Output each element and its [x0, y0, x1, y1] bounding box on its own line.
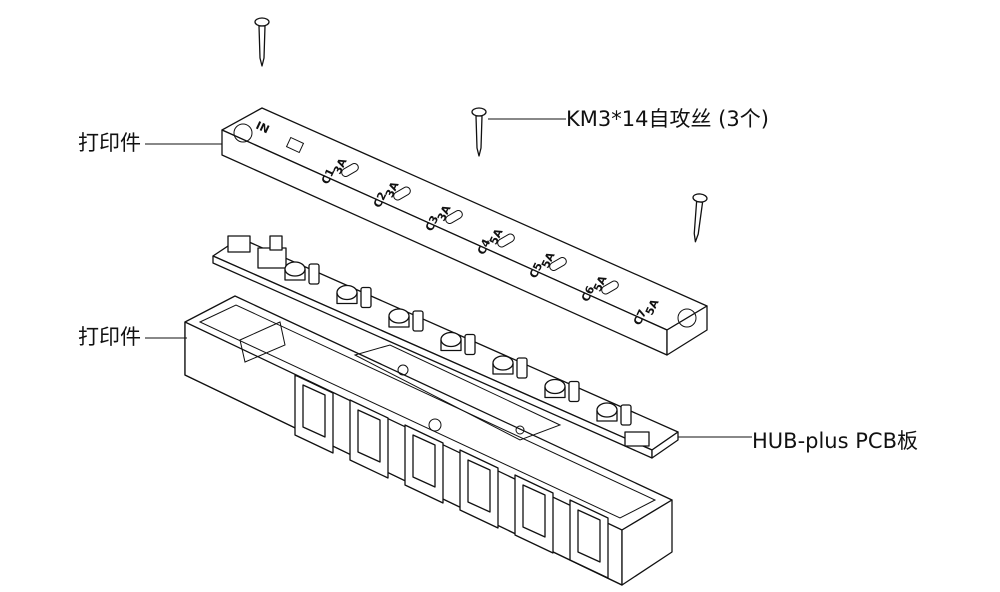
inductor-usb-group [284, 261, 320, 285]
label-pcb: HUB-plus PCB板 [752, 429, 918, 453]
label-top-cover: 打印件 [78, 131, 141, 155]
usb-port [568, 380, 580, 403]
clip [459, 449, 499, 529]
port-name: C4 [475, 237, 494, 257]
led-window [341, 163, 359, 177]
inductor-usb-group [440, 331, 476, 356]
pcb-components [284, 261, 632, 426]
port-name: C5 [527, 261, 545, 281]
port-name: C7 [631, 308, 649, 328]
port-rating: 5A [591, 273, 610, 294]
clip [514, 474, 554, 554]
inductor-usb-group [492, 355, 528, 379]
label-screws: KM3*14自攻丝 (3个) [566, 107, 769, 131]
screws [254, 17, 708, 243]
input-connector [227, 235, 251, 253]
bottom-case [184, 295, 673, 586]
usb-port [620, 404, 632, 426]
label-bottom-case: 打印件 [78, 325, 141, 349]
port-name: C1 [319, 167, 337, 187]
usb-port [360, 286, 372, 309]
inductor-usb-group [336, 284, 372, 309]
usb-port [516, 357, 528, 379]
screw-2 [471, 107, 487, 157]
led-window [445, 210, 463, 224]
input-marking: IN [254, 119, 272, 136]
usb-port [308, 263, 320, 285]
port-rating: 3A [435, 203, 454, 224]
switch-knob [269, 235, 283, 251]
case-clips [294, 374, 609, 579]
screw-3 [692, 193, 708, 243]
port-name: C2 [371, 190, 389, 210]
port-rating: 3A [383, 179, 402, 200]
usb-c-connector [624, 431, 650, 447]
led-window [393, 186, 411, 201]
port-name: C6 [579, 284, 598, 304]
clip [294, 374, 334, 454]
inductor-usb-group [544, 378, 580, 403]
usb-port [412, 310, 424, 332]
inductor-usb-group [388, 308, 424, 332]
port-rating: 5A [643, 297, 662, 318]
led-window [549, 257, 567, 271]
port-rating: 5A [487, 226, 506, 247]
port-rating: 5A [539, 250, 558, 271]
hub-plus-pcb [212, 235, 679, 459]
clip [349, 399, 389, 479]
clip [569, 499, 609, 579]
port-name: C3 [423, 214, 441, 234]
switch [257, 247, 287, 269]
usb-port [464, 333, 476, 356]
led-window [497, 233, 515, 248]
port-rating: 3A [331, 156, 350, 177]
inductor-usb-group [596, 402, 632, 426]
screw-1 [254, 17, 270, 67]
clip [404, 424, 444, 504]
led-window [601, 280, 619, 295]
